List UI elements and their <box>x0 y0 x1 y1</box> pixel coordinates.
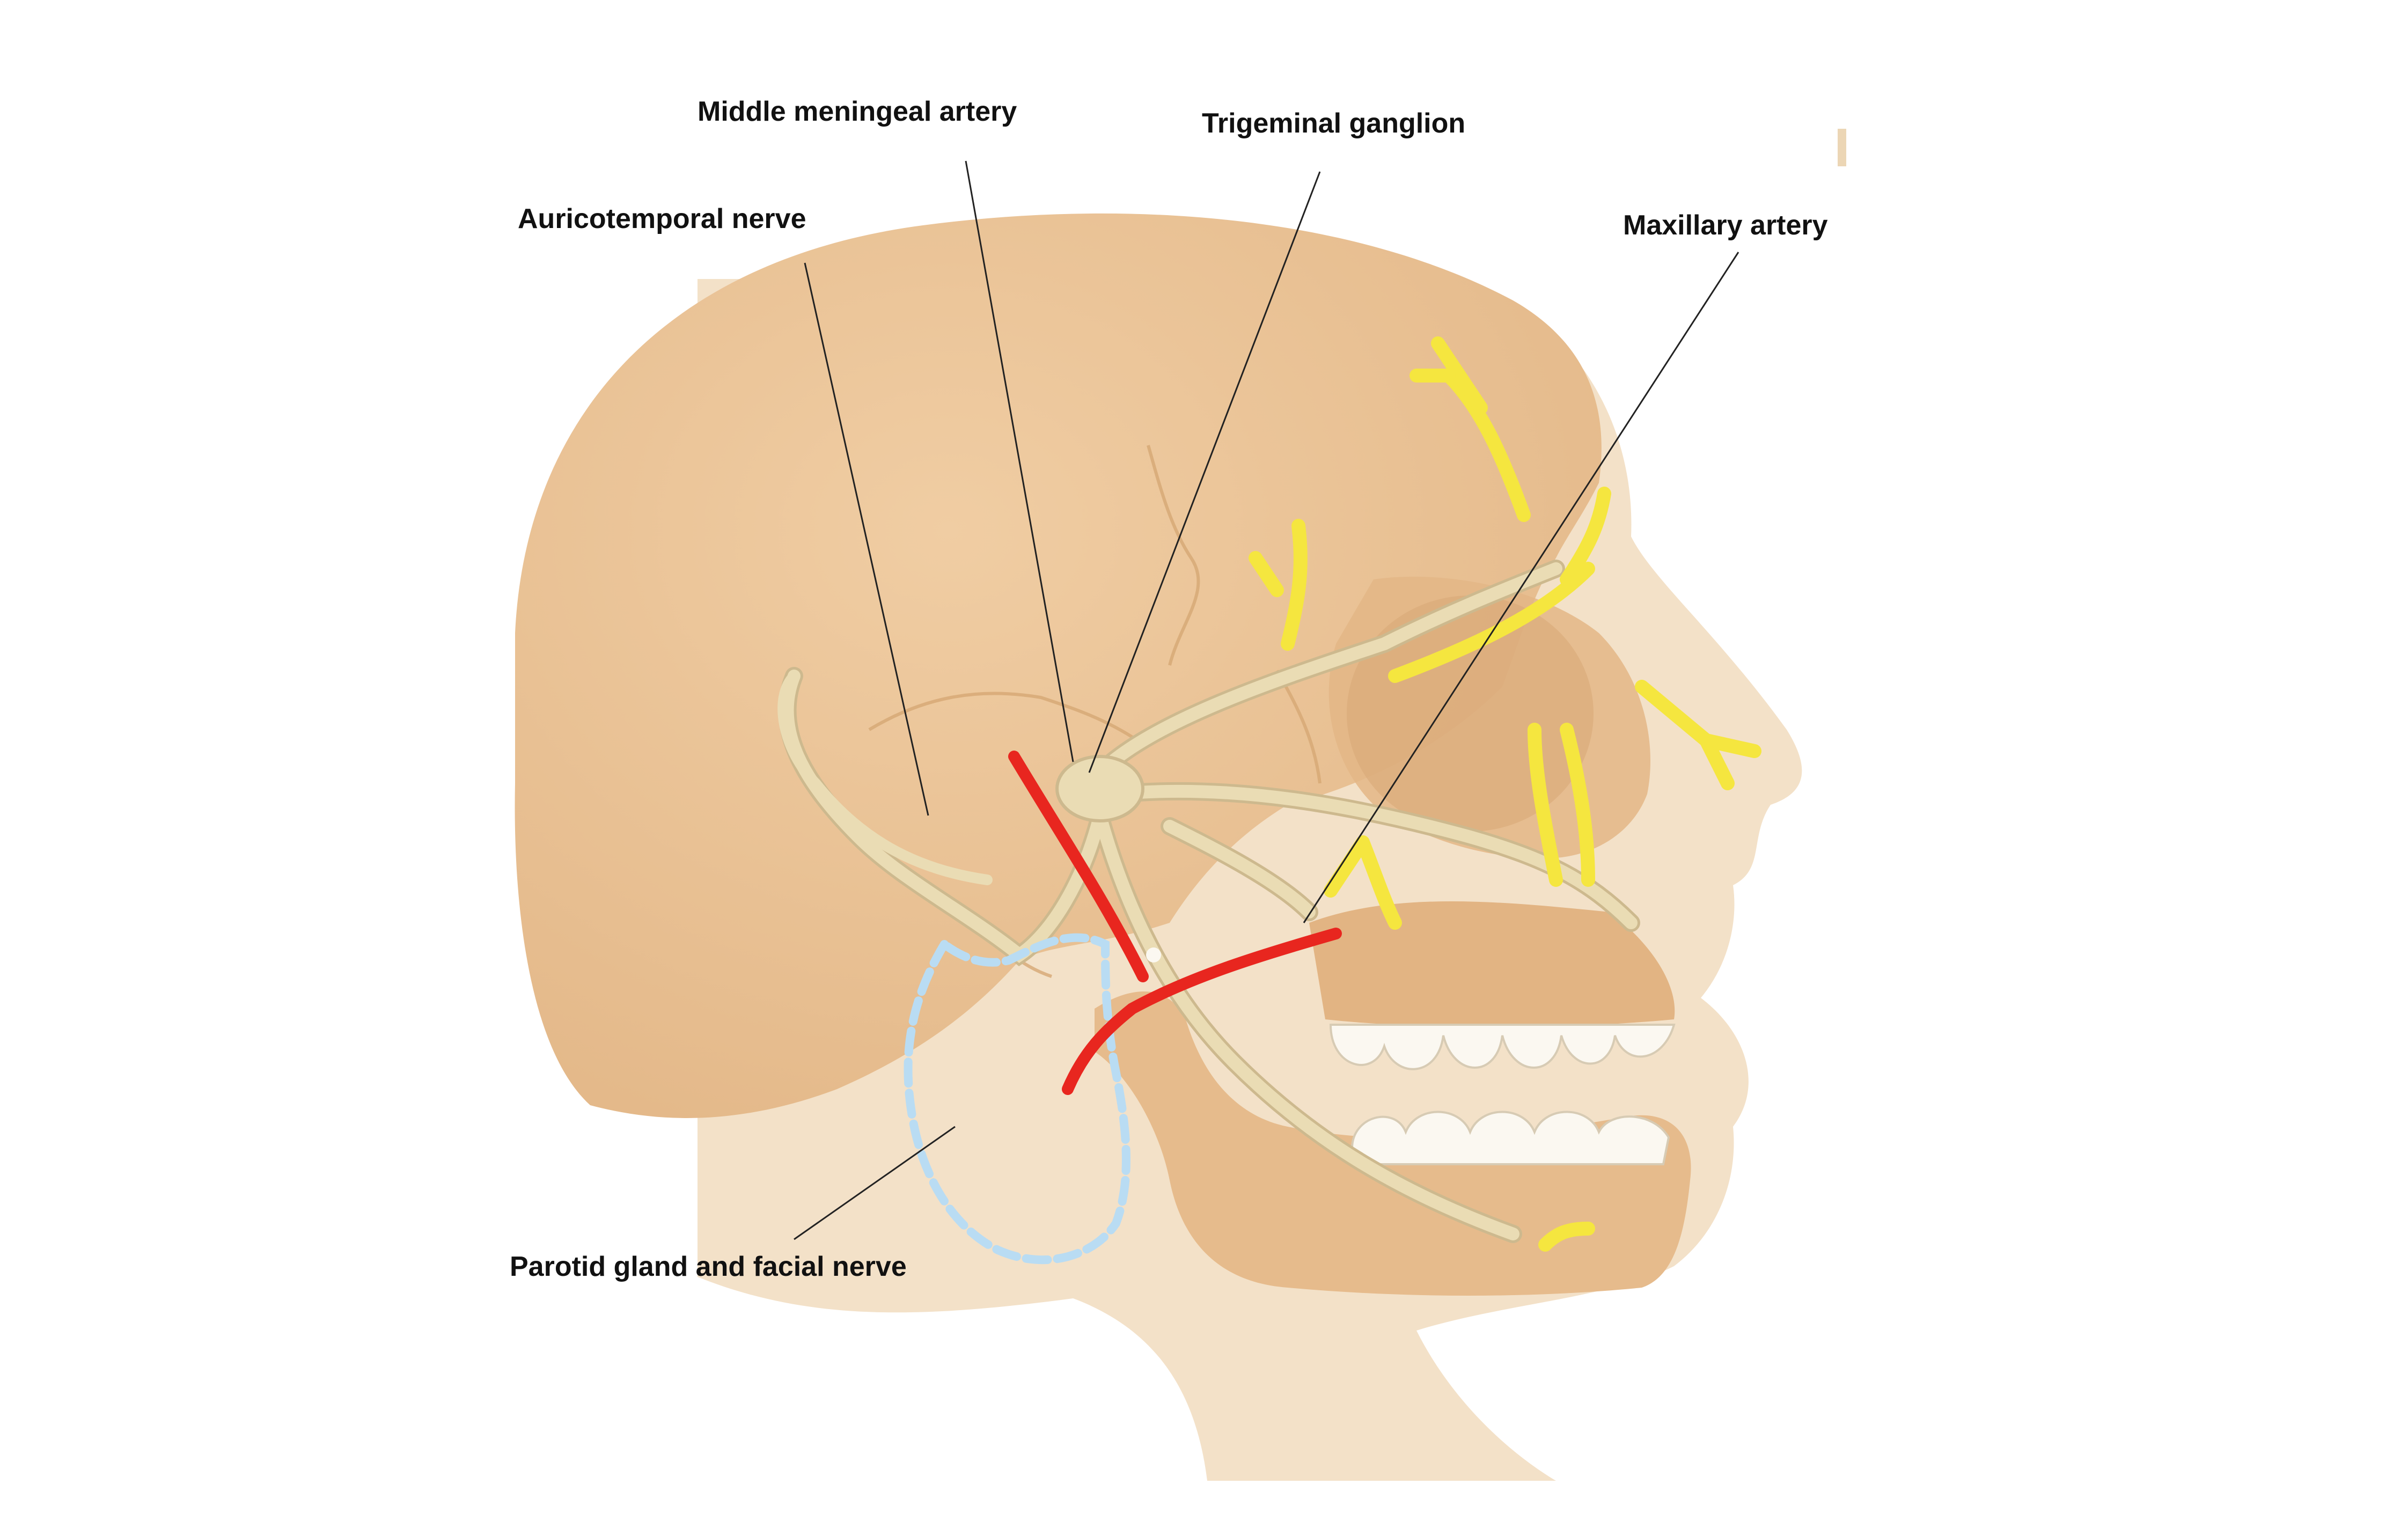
label-trigeminal-ganglion: Trigeminal ganglion <box>1202 108 1466 139</box>
label-middle-meningeal-artery: Middle meningeal artery <box>698 96 1017 127</box>
upper-teeth <box>1329 1024 1676 1070</box>
corner-mark <box>1838 129 1846 166</box>
label-auricotemporal-nerve: Auricotemporal nerve <box>518 203 806 234</box>
leader-lines <box>794 160 1739 1240</box>
label-maxillary-artery: Maxillary artery <box>1623 210 1828 241</box>
auricotemporal-nerve <box>777 671 993 885</box>
leader-trigeminal-ganglion <box>1088 171 1321 773</box>
label-parotid-gland-and-facial-nerve: Parotid gland and facial nerve <box>510 1251 907 1282</box>
cranium <box>515 213 1602 1119</box>
arteries <box>1008 751 1342 1095</box>
leader-maxillary-artery <box>1303 252 1739 923</box>
parotid-gland <box>904 933 1130 1265</box>
middle-meningeal-artery-mark <box>1008 751 1149 982</box>
trigeminal-ganglion <box>1055 755 1144 822</box>
lower-teeth <box>1351 1111 1670 1165</box>
artery-junction <box>1146 947 1161 962</box>
leader-parotid-gland <box>794 1126 956 1240</box>
orbit <box>1347 596 1594 832</box>
yellow-nerve-branches <box>1249 336 1761 1252</box>
leader-auricotemporal-nerve <box>804 262 929 816</box>
leader-middle-meningeal-artery <box>965 160 1074 762</box>
maxilla <box>1309 901 1675 1027</box>
maxillary-artery-mark <box>1062 928 1342 1095</box>
